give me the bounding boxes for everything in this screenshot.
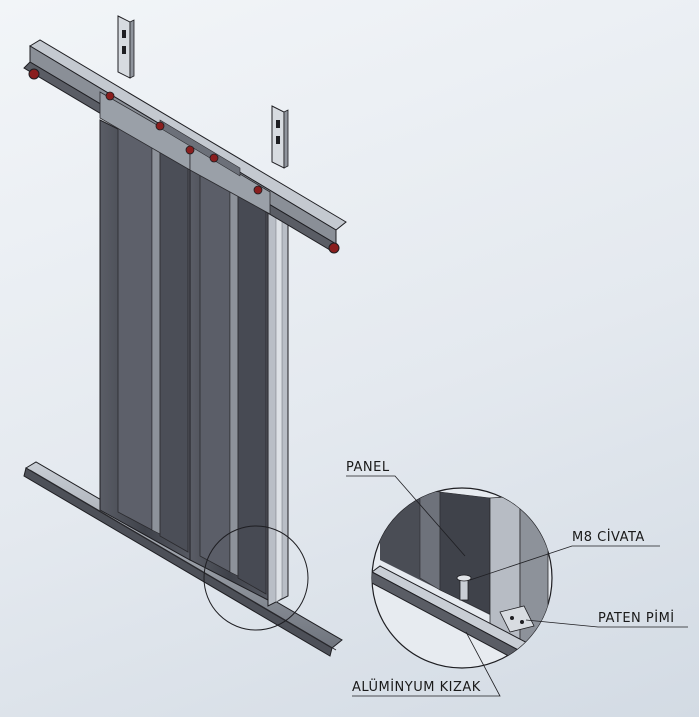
mounting-bracket-left [117, 15, 135, 79]
callout-m8-bolt: M8 CİVATA [572, 530, 645, 545]
rollers [28, 68, 340, 254]
detail-view [371, 487, 553, 669]
callout-roller-pin: PATEN PİMİ [598, 611, 675, 626]
mounting-bracket-right [271, 105, 289, 169]
callout-panel: PANEL [346, 460, 390, 475]
callout-leaders [346, 475, 688, 697]
callout-aluminium-rail: ALÜMİNYUM KIZAK [352, 680, 481, 695]
detail-marker-circle [203, 525, 309, 631]
